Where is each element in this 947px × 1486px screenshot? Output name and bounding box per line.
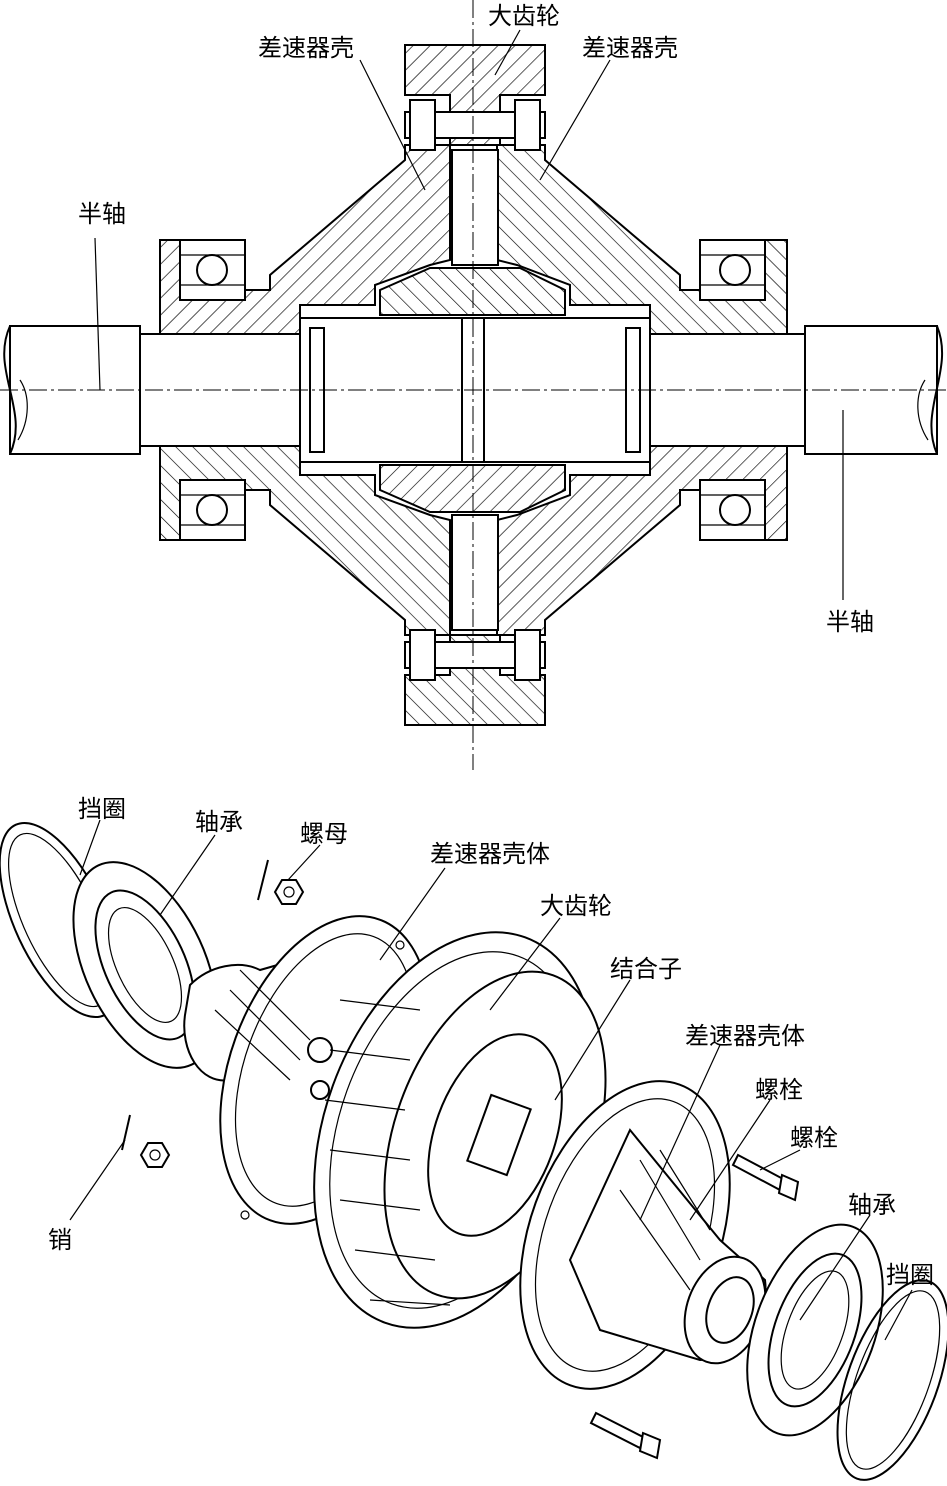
- label-diff-case-left: 差速器壳: [258, 34, 354, 62]
- pin-bottom: [121, 1114, 131, 1151]
- label-pin: 销: [48, 1226, 72, 1254]
- label-bolt-2: 螺栓: [790, 1124, 838, 1152]
- exploded-view: [0, 821, 947, 1481]
- label-big-gear-exploded: 大齿轮: [540, 892, 612, 920]
- label-bolt-1: 螺栓: [755, 1076, 803, 1104]
- label-big-gear-top: 大齿轮: [488, 2, 560, 30]
- bolt-bottom-part: [589, 1411, 662, 1460]
- label-retainer-left: 挡圈: [78, 795, 126, 823]
- retainer-right-part: [836, 1279, 947, 1481]
- label-diff-case-right: 差速器壳: [582, 34, 678, 62]
- nut-top: [273, 879, 305, 905]
- bearing-section-ur: [699, 239, 766, 301]
- diff-case-body-right-part: [519, 1080, 767, 1390]
- label-diff-case-body-top: 差速器壳体: [430, 840, 550, 868]
- label-bearing-right: 轴承: [848, 1191, 896, 1219]
- label-retainer-right: 挡圈: [886, 1261, 934, 1289]
- cross-section-view: [0, 0, 947, 770]
- bearing-right-part: [746, 1223, 884, 1437]
- big-gear-top-section: [404, 44, 546, 146]
- bearing-left-part: [72, 861, 218, 1069]
- bolt-right-part: [731, 1153, 800, 1202]
- pinion-shaft-top: [451, 149, 499, 266]
- pin-top: [257, 859, 269, 901]
- big-gear-exploded-part: [313, 931, 607, 1329]
- pinion-shaft-bottom: [451, 514, 499, 631]
- leader-lines-bottom: [69, 819, 913, 1341]
- label-diff-case-body-right: 差速器壳体: [685, 1022, 805, 1050]
- label-half-shaft-right: 半轴: [826, 608, 874, 636]
- label-bearing-left: 轴承: [195, 808, 243, 836]
- bearing-section-ul: [179, 239, 246, 301]
- nut-bottom: [139, 1142, 171, 1168]
- label-nut: 螺母: [300, 820, 348, 848]
- bearing-section-lr: [699, 479, 766, 541]
- bearing-section-ll: [179, 479, 246, 541]
- label-coupler: 结合子: [610, 955, 682, 983]
- label-half-shaft-left: 半轴: [78, 200, 126, 228]
- leader-lines-top: [94, 29, 844, 600]
